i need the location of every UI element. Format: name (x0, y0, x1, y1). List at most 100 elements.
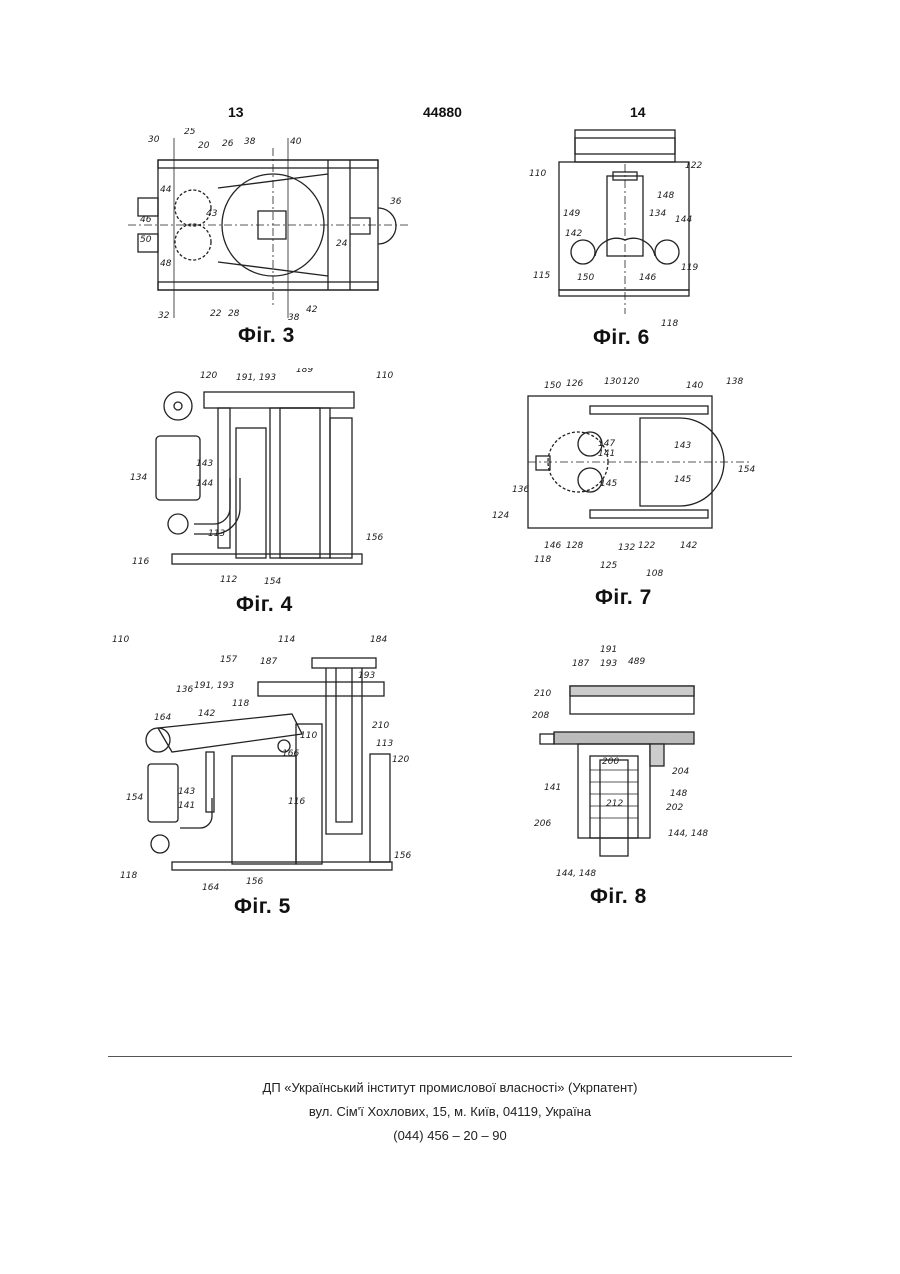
footer-organization: ДП «Український інститут промислової вла… (0, 1080, 900, 1095)
footer-divider (108, 1056, 792, 1057)
ref-numeral: 120 (200, 371, 217, 381)
ref-numeral: 112 (220, 575, 237, 585)
ref-numeral: 44 (160, 185, 172, 195)
ref-numeral: 120 (622, 377, 639, 387)
ref-numeral: 46 (140, 215, 152, 225)
ref-numeral: 146 (639, 273, 656, 283)
ref-numeral: 157 (220, 655, 237, 665)
figure-7-label: Фіг. 7 (595, 586, 652, 610)
ref-numeral: 110 (112, 635, 129, 645)
ref-numeral: 24 (336, 239, 348, 249)
ref-numeral: 28 (228, 309, 240, 319)
ref-numeral: 113 (208, 529, 225, 539)
ref-numeral: 202 (666, 803, 683, 813)
ref-numeral: 116 (132, 557, 149, 567)
ref-numeral: 26 (222, 139, 234, 149)
ref-numeral: 156 (394, 851, 411, 861)
ref-numeral: 38 (288, 313, 300, 323)
ref-numeral: 119 (681, 263, 698, 273)
ref-numeral: 210 (534, 689, 551, 699)
ref-numeral: 126 (566, 379, 583, 389)
ref-numeral: 32 (158, 311, 170, 321)
footer-address: вул. Сім'ї Хохлових, 15, м. Київ, 04119,… (0, 1104, 900, 1119)
ref-numeral: 50 (140, 235, 152, 245)
ref-numeral: 118 (232, 699, 249, 709)
ref-numeral: 147 (598, 439, 615, 449)
ref-numeral: 118 (120, 871, 137, 881)
ref-numeral: 145 (600, 479, 617, 489)
ref-numeral: 149 (563, 209, 580, 219)
ref-numeral: 148 (657, 191, 674, 201)
ref-numeral: 154 (738, 465, 755, 475)
ref-numeral: 138 (726, 377, 743, 387)
ref-numeral: 164 (202, 883, 219, 890)
figure-7-drawing: 150126130 120140138 147141143 145145154 … (490, 372, 770, 582)
ref-numeral: 144, 148 (668, 829, 708, 839)
ref-numeral: 210 (372, 721, 389, 731)
ref-numeral: 120 (392, 755, 409, 765)
ref-numeral: 42 (306, 305, 318, 315)
ref-numeral: 206 (534, 819, 551, 829)
figure-5-drawing: 110114184 187157193 191, 193118136 14216… (112, 628, 412, 890)
ref-numeral: 130 (604, 377, 621, 387)
ref-numeral: 187 (260, 657, 277, 667)
page-number-right: 14 (630, 104, 646, 120)
ref-numeral: 134 (130, 473, 147, 483)
ref-numeral: 108 (646, 569, 663, 579)
ref-numeral: 193 (358, 671, 375, 681)
ref-numeral: 150 (544, 381, 561, 391)
ref-numeral: 141 (178, 801, 195, 811)
figure-6-label: Фіг. 6 (593, 326, 650, 350)
ref-numeral: 212 (606, 799, 623, 809)
ref-numeral: 142 (198, 709, 215, 719)
ref-numeral: 36 (390, 197, 402, 207)
ref-numeral: 20 (198, 141, 210, 151)
ref-numeral: 144 (196, 479, 213, 489)
ref-numeral: 136 (176, 685, 193, 695)
ref-numeral: 156 (366, 533, 383, 543)
ref-numeral: 110 (529, 169, 546, 179)
figure-3-label: Фіг. 3 (238, 324, 295, 348)
ref-numeral: 142 (680, 541, 697, 551)
ref-numeral: 110 (376, 371, 393, 381)
ref-numeral: 118 (661, 319, 678, 329)
ref-numeral: 43 (206, 209, 218, 219)
figure-8-drawing: 191187193 489210208 200204141 148212202 … (530, 640, 710, 886)
ref-numeral: 187 (572, 659, 589, 669)
ref-numeral: 141 (544, 783, 561, 793)
ref-numeral: 144, 148 (556, 869, 596, 879)
ref-numeral: 116 (288, 797, 305, 807)
ref-numeral: 148 (670, 789, 687, 799)
ref-numeral: 143 (178, 787, 195, 797)
ref-numeral: 136 (512, 485, 529, 495)
ref-numeral: 115 (533, 271, 550, 281)
ref-numeral: 191 (600, 645, 617, 655)
ref-numeral: 110 (300, 731, 317, 741)
ref-numeral: 142 (565, 229, 582, 239)
ref-numeral: 154 (264, 577, 281, 587)
ref-numeral: 114 (278, 635, 295, 645)
ref-numeral: 25 (184, 128, 196, 137)
ref-numeral: 184 (370, 635, 387, 645)
figure-4-label: Фіг. 4 (236, 593, 293, 617)
page-number-left: 13 (228, 104, 244, 120)
ref-numeral: 156 (246, 877, 263, 887)
figure-4-drawing: 120191, 193189 110134143 144113112 15415… (120, 368, 420, 588)
ref-numeral: 118 (534, 555, 551, 565)
ref-numeral: 145 (674, 475, 691, 485)
footer-phone: (044) 456 – 20 – 90 (0, 1128, 900, 1143)
ref-numeral: 141 (598, 449, 615, 459)
figure-8-label: Фіг. 8 (590, 885, 647, 909)
ref-numeral: 143 (674, 441, 691, 451)
ref-numeral: 48 (160, 259, 172, 269)
ref-numeral: 143 (196, 459, 213, 469)
ref-numeral: 125 (600, 561, 617, 571)
ref-numeral: 146 (544, 541, 561, 551)
ref-numeral: 154 (126, 793, 143, 803)
ref-numeral: 38 (244, 137, 256, 147)
figure-5-label: Фіг. 5 (234, 895, 291, 919)
ref-numeral: 22 (210, 309, 222, 319)
ref-numeral: 191, 193 (236, 373, 276, 383)
ref-numeral: 200 (602, 757, 619, 767)
ref-numeral: 134 (649, 209, 666, 219)
